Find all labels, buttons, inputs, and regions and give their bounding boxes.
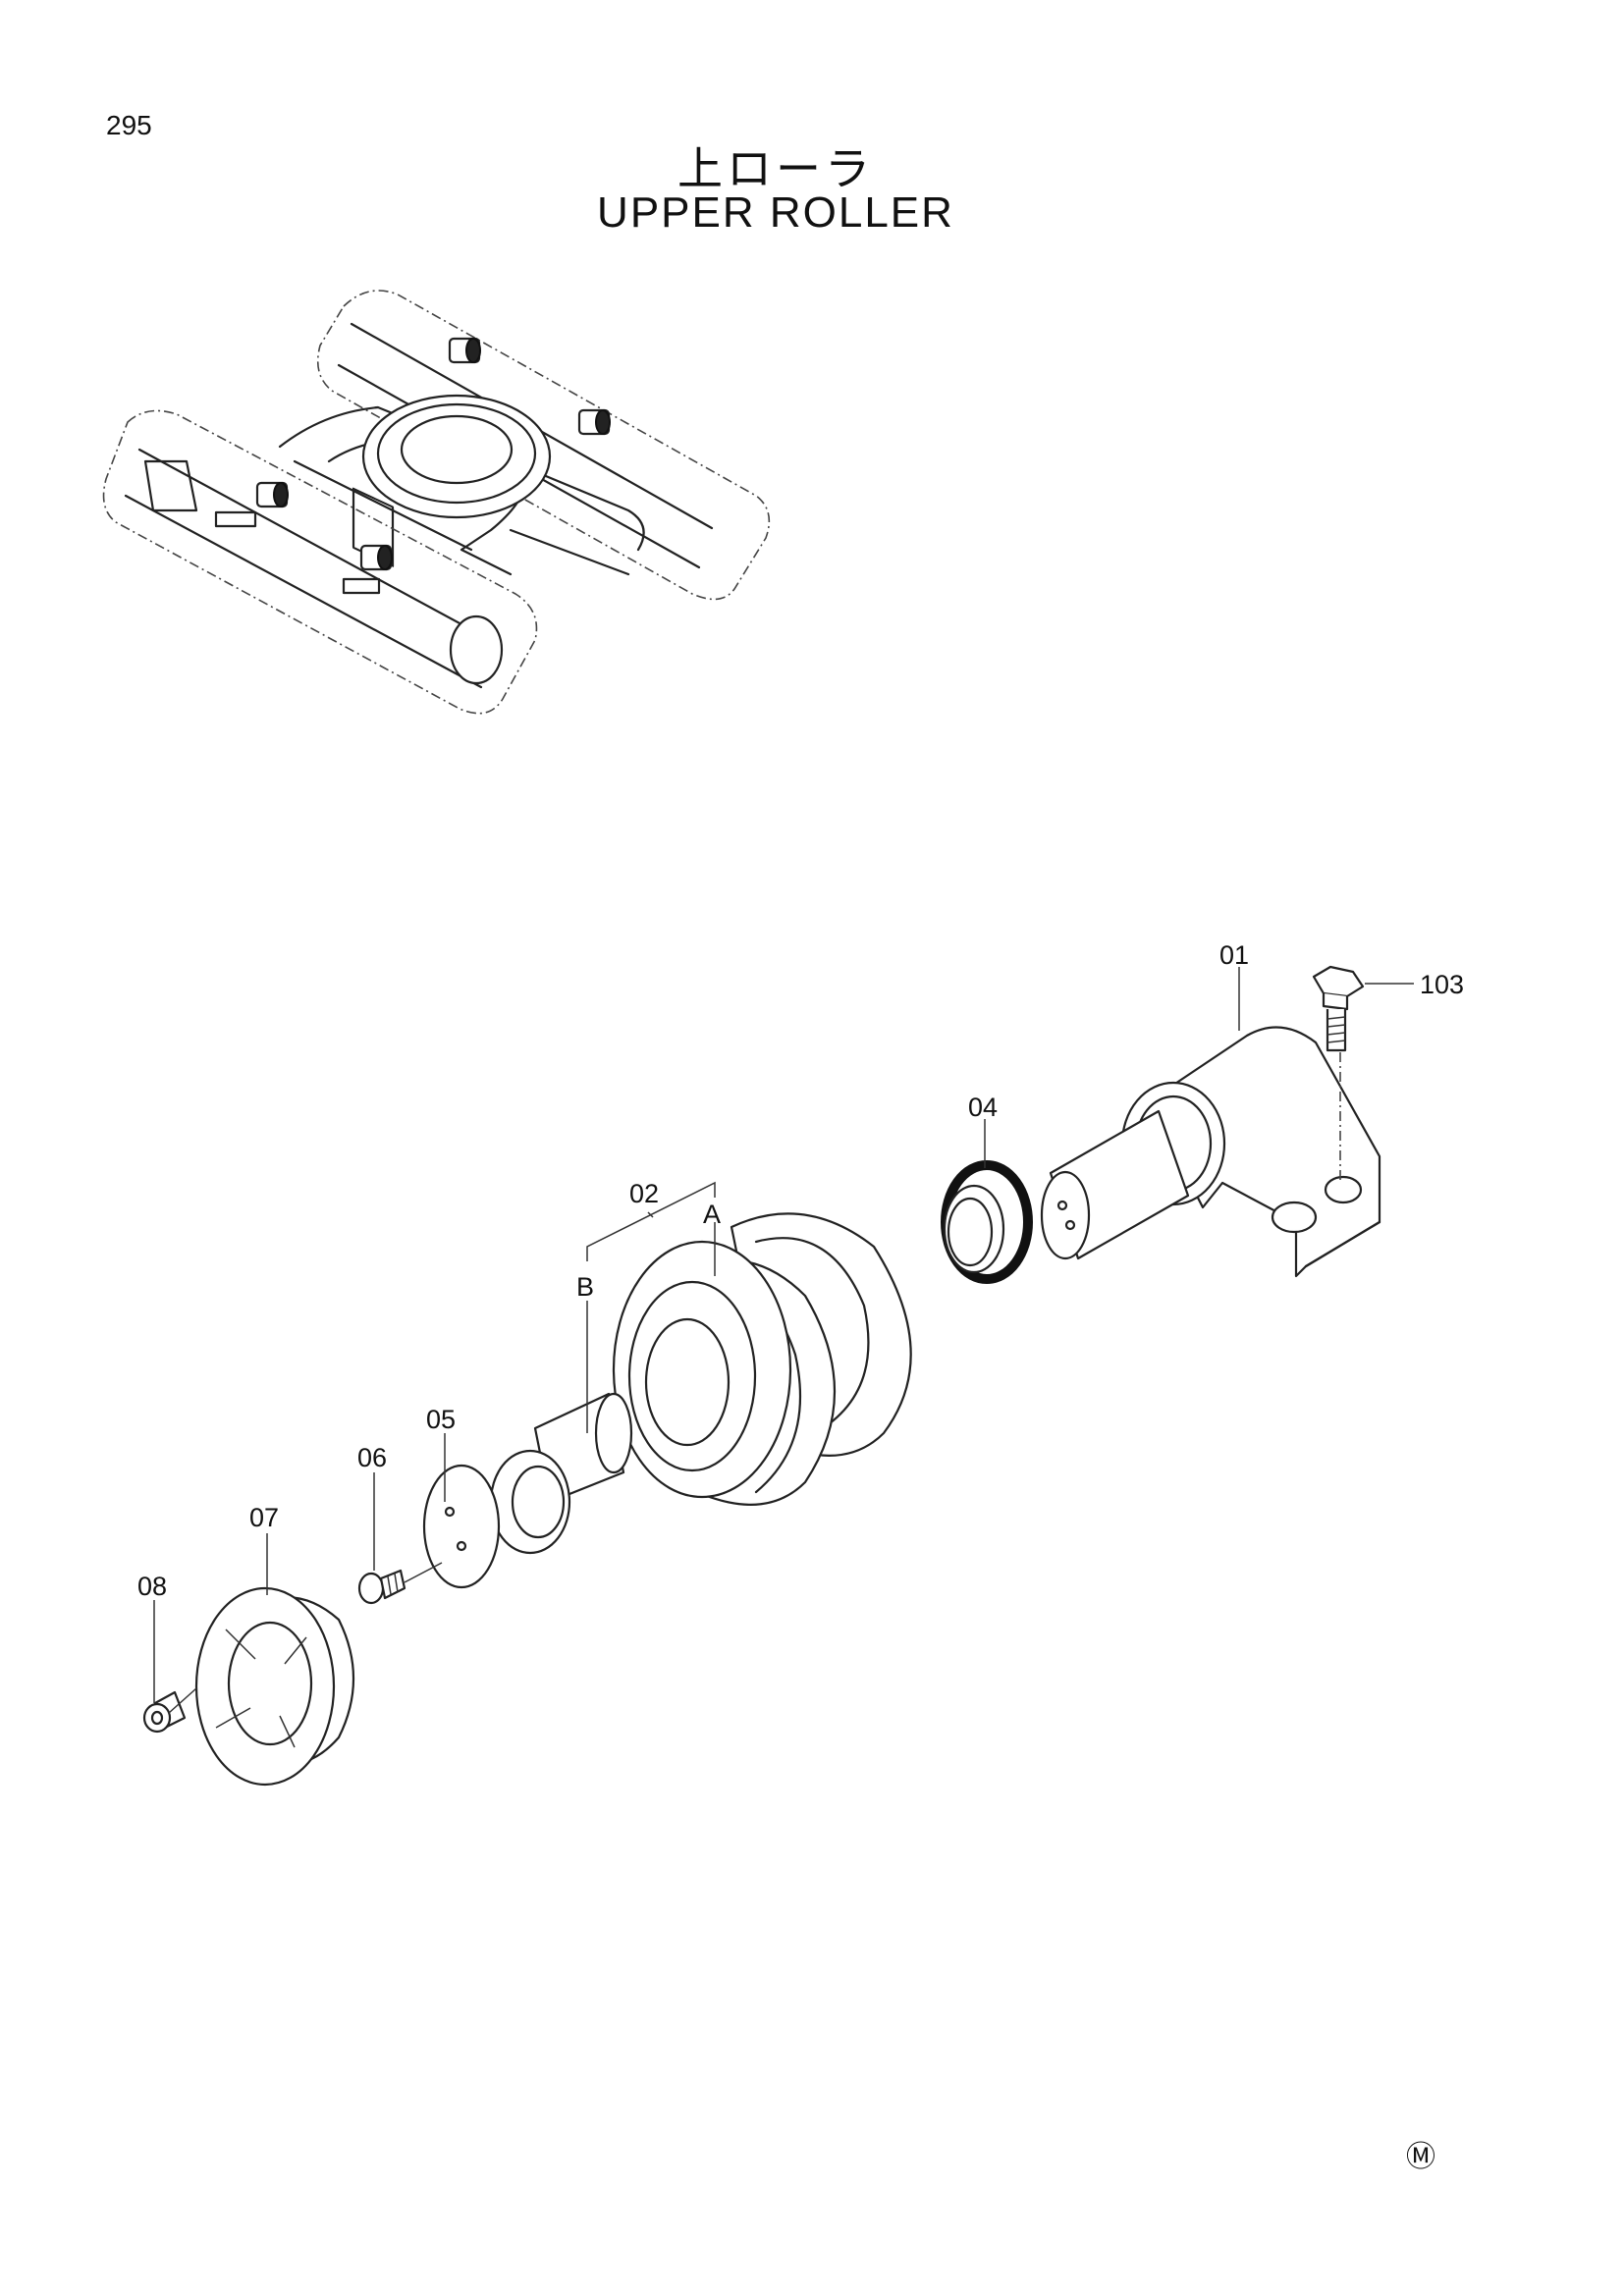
upper-roller-location-2 — [577, 408, 611, 436]
leader-02-bracket — [586, 1181, 716, 1261]
part-04-floating-seal — [941, 1160, 1033, 1284]
page-title: UPPER ROLLER — [597, 188, 954, 237]
part-08-plug — [142, 1687, 197, 1734]
part-label-05: 05 — [426, 1405, 456, 1434]
page-number: 295 — [106, 110, 152, 140]
sub-label-A: A — [703, 1200, 721, 1229]
part-label-08: 08 — [137, 1572, 167, 1601]
page-title-japanese: 上ローラ — [677, 142, 874, 195]
part-label-01: 01 — [1219, 940, 1249, 970]
upper-roller-location-3 — [255, 481, 289, 508]
part-05-plate — [422, 1464, 501, 1589]
part-label-04: 04 — [968, 1093, 998, 1122]
part-02-roller — [612, 1212, 912, 1506]
part-06-bolt — [357, 1562, 443, 1605]
part-label-103: 103 — [1420, 970, 1464, 999]
sub-label-B: B — [576, 1272, 594, 1302]
part-02-bushing — [489, 1392, 633, 1555]
part-103-bolt — [1312, 965, 1365, 1183]
part-01-bracket — [1040, 1026, 1381, 1278]
part-label-06: 06 — [357, 1443, 387, 1472]
undercarriage-overview — [102, 290, 771, 715]
part-07-cover — [194, 1586, 355, 1787]
upper-roller-location-1 — [448, 337, 481, 364]
part-label-02: 02 — [629, 1179, 659, 1208]
part-label-07: 07 — [249, 1503, 279, 1532]
m-mark: Ⓜ — [1406, 2141, 1435, 2173]
upper-roller-location-4 — [359, 544, 393, 571]
